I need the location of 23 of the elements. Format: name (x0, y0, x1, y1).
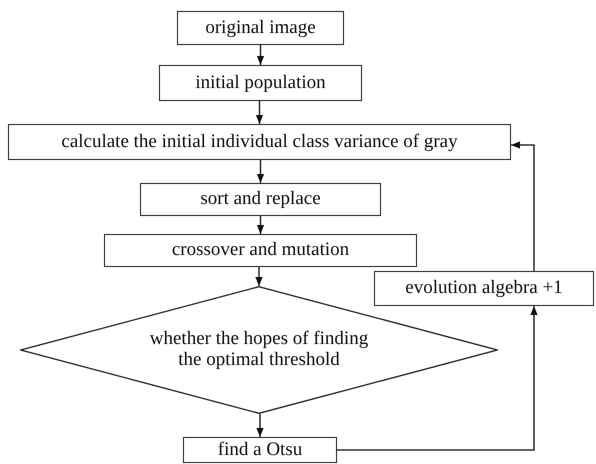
node-text: original image (205, 18, 316, 38)
process-box (140, 183, 381, 216)
node-text: sort and replace (200, 189, 321, 210)
node-text: crossover and mutation (172, 240, 350, 261)
node-text: evolution algebra +1 (405, 278, 563, 299)
node-text: find a Otsu (218, 440, 302, 460)
node-text: whether the hopes of finding the optimal threshold (148, 329, 370, 371)
arrow (511, 141, 535, 271)
node-text: initial population (195, 72, 326, 94)
arrow (256, 216, 264, 234)
arrow (256, 45, 264, 65)
arrow (255, 267, 263, 286)
node-text: calculate the initial individual class variance of gray (61, 132, 458, 152)
process-box (159, 65, 362, 101)
arrow (256, 414, 264, 437)
process-box (104, 234, 417, 267)
process-box (183, 437, 337, 463)
arrow (256, 160, 264, 183)
process-box (374, 271, 594, 306)
process-box (177, 11, 344, 45)
arrow (256, 101, 264, 124)
process-box (8, 124, 511, 160)
arrow (337, 306, 538, 451)
